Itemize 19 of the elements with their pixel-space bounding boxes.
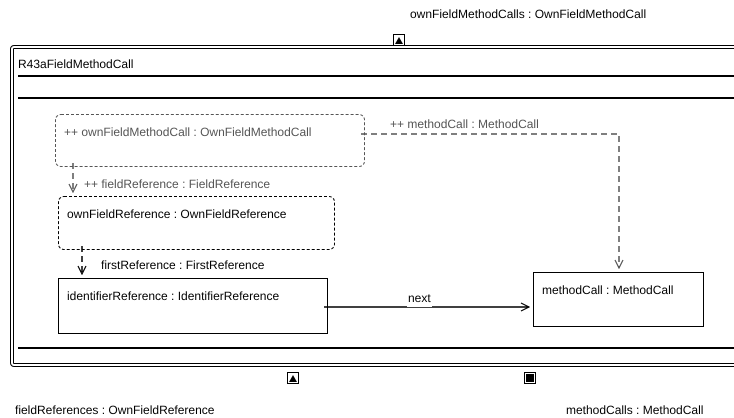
dashed-part-box	[55, 114, 365, 167]
connector-arrow	[68, 163, 78, 193]
port-marker	[524, 372, 536, 384]
part-name: methodCall : MethodCall	[542, 282, 674, 299]
part-name: ownFieldReference : OwnFieldReference	[67, 206, 286, 223]
connector-arrow	[324, 302, 530, 312]
connector-arrow	[77, 246, 87, 275]
dashed-part-box	[58, 196, 335, 250]
connector-arrow	[361, 133, 624, 269]
part-name: ++ ownFieldMethodCall : OwnFieldMethodCall	[64, 124, 312, 141]
port-marker	[393, 34, 405, 46]
part-name: identifierReference : IdentifierReference	[67, 288, 280, 305]
port-label: ownFieldMethodCalls : OwnFieldMethodCall	[410, 6, 646, 23]
part-box	[58, 278, 328, 334]
part-box	[533, 272, 704, 327]
port-label: fieldReferences : OwnFieldReference	[15, 402, 214, 418]
frame-title: R43aFieldMethodCall	[18, 56, 134, 73]
port-marker	[287, 372, 299, 384]
port-label: methodCalls : MethodCall	[566, 402, 704, 418]
